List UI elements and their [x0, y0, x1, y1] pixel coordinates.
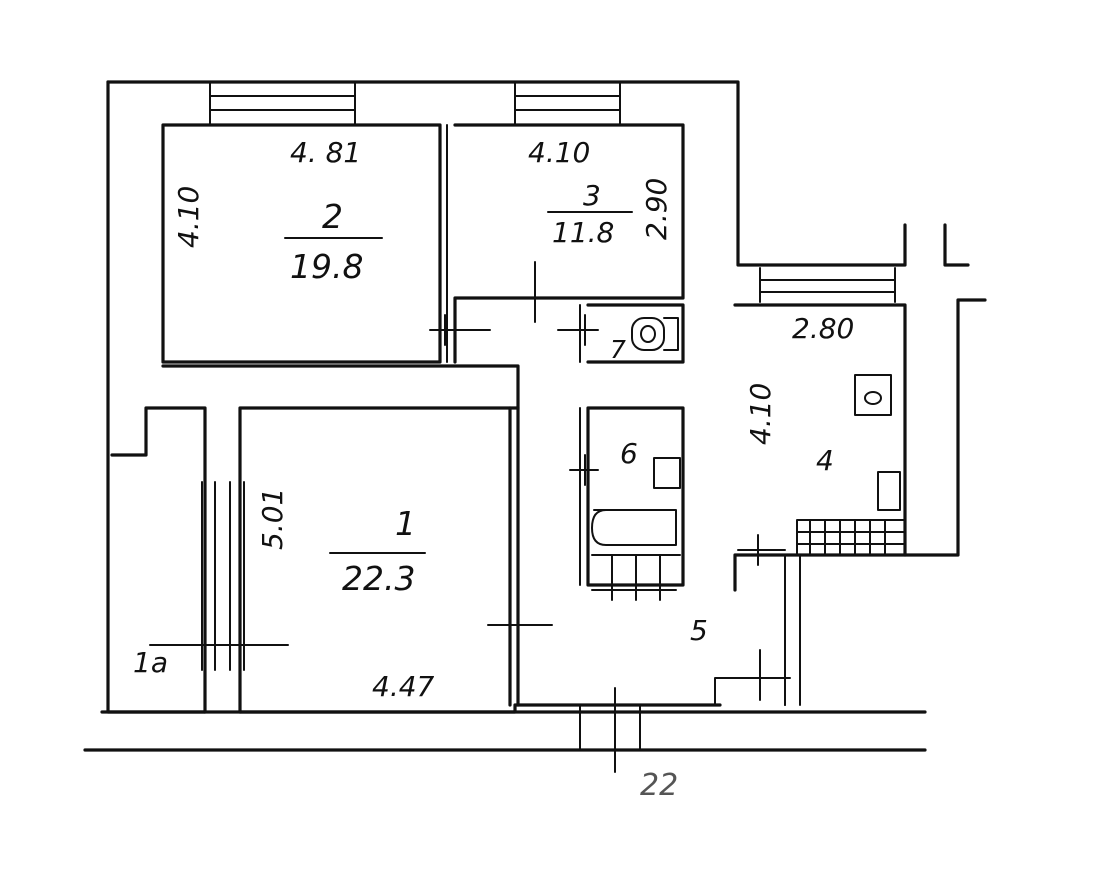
door-marks — [149, 261, 791, 773]
room-6-bath — [579, 406, 685, 601]
outer-walls — [83, 80, 987, 752]
building-label: 22 — [640, 768, 678, 803]
room-3 — [446, 123, 685, 364]
room-7-number: 7 — [610, 335, 626, 364]
windows — [201, 81, 896, 671]
room-2 — [161, 123, 442, 364]
room-4-dim-top: 2.80 — [792, 312, 854, 345]
room-1-dim-bottom: 4.47 — [372, 670, 435, 703]
room-1a-number: 1a — [133, 646, 168, 679]
room-1-number: 1 — [395, 504, 416, 543]
room-7-toilet — [579, 303, 685, 364]
room-1-area: 22.3 — [342, 559, 415, 598]
room-5-number: 5 — [690, 614, 708, 647]
room-4-number: 4 — [816, 444, 834, 477]
room-2-dim-side: 4.10 — [172, 186, 205, 248]
room-3-area: 11.8 — [552, 216, 614, 249]
room-4-kitchen — [714, 303, 907, 706]
room-3-number: 3 — [583, 179, 601, 212]
room-1 — [161, 364, 520, 714]
room-3-dim-side: 2.90 — [640, 178, 673, 240]
room-4-dim-side: 4.10 — [744, 383, 777, 445]
room-2-number: 2 — [322, 197, 343, 236]
room-1-dim-side: 5.01 — [256, 488, 289, 550]
room-6-number: 6 — [620, 437, 638, 470]
room-3-dim-top: 4.10 — [528, 136, 590, 169]
room-2-dim-top: 4. 81 — [290, 136, 361, 169]
room-2-area: 19.8 — [290, 247, 363, 286]
